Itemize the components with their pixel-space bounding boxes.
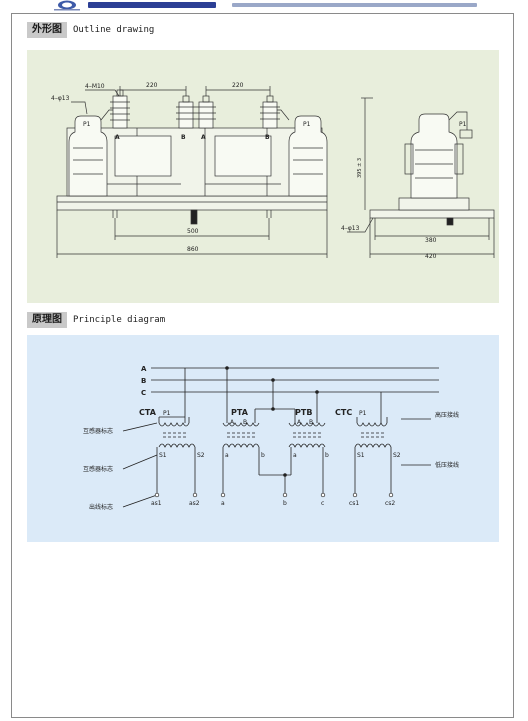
header-title-strip xyxy=(88,2,216,8)
cta-p1: P1 xyxy=(163,410,171,417)
ctc-s2: S2 xyxy=(393,452,401,459)
out-cs2: cs2 xyxy=(385,500,395,507)
side-p1: P1 xyxy=(459,121,467,128)
front-p1-right: P1 xyxy=(303,121,311,128)
cta-s2: S2 xyxy=(197,452,205,459)
front-a-right: A xyxy=(201,134,206,141)
front-dim-top-right: 220 xyxy=(232,82,244,89)
front-thread-label: 4–M10 xyxy=(85,83,105,90)
principle-section-header: 原理图 Principle diagram xyxy=(27,312,165,328)
front-p1-left: P1 xyxy=(83,121,91,128)
ptb-label: PTB xyxy=(295,408,312,417)
header-subtitle-strip xyxy=(232,3,477,7)
page-frame xyxy=(11,13,514,718)
out-c: c xyxy=(321,500,324,507)
principle-tag: 原理图 xyxy=(27,312,67,328)
phase-c-label: C xyxy=(141,389,146,397)
out-cs1: cs1 xyxy=(349,500,359,507)
transformer-mark-label-1: 互感器标志 xyxy=(83,427,113,435)
pta-sec-a: a xyxy=(225,452,229,459)
ctc-label: CTC xyxy=(335,408,352,417)
phase-b-label: B xyxy=(141,377,146,385)
front-dim-top-left: 220 xyxy=(146,82,158,89)
pta-label: PTA xyxy=(231,408,249,417)
front-dim-total: 860 xyxy=(187,246,199,253)
out-as2: as2 xyxy=(189,500,200,507)
lv-wiring-label: 低压接线 xyxy=(435,461,459,469)
ptb-sec-a: a xyxy=(293,452,297,459)
phase-a-label: A xyxy=(141,365,147,373)
ctc-s1: S1 xyxy=(357,452,365,459)
side-dim-inner: 380 xyxy=(425,237,437,244)
outline-tag: 外形图 xyxy=(27,22,67,38)
front-dim-mid: 500 xyxy=(187,228,199,235)
pta-sec-b: b xyxy=(261,452,265,459)
outline-section-header: 外形图 Outline drawing xyxy=(27,22,154,38)
side-hole-label: 4–φ13 xyxy=(341,225,360,232)
pta-terminal-a: A xyxy=(230,419,235,426)
outlet-mark-label: 出线标志 xyxy=(89,503,113,511)
principle-title: Principle diagram xyxy=(73,315,166,325)
out-a: a xyxy=(221,500,225,507)
outline-drawing-panel: 4–φ13 4–M10 220 220 500 860 P1 P1 A B A … xyxy=(27,50,499,303)
outline-drawing-svg: 4–φ13 4–M10 220 220 500 860 P1 P1 A B A … xyxy=(51,82,495,260)
transformer-mark-label-2: 互感器标志 xyxy=(83,465,113,473)
side-height-label: 395 ± 3 xyxy=(357,158,363,178)
principle-diagram-svg: A B C CTA PTA PTB CTC P1 P1 A B A B 高压接线… xyxy=(83,365,459,511)
principle-diagram-panel: A B C CTA PTA PTB CTC P1 P1 A B A B 高压接线… xyxy=(27,335,499,542)
front-hole-label: 4–φ13 xyxy=(51,95,70,102)
hv-wiring-label: 高压接线 xyxy=(435,411,459,419)
ptb-sec-b: b xyxy=(325,452,329,459)
company-logo xyxy=(54,0,80,11)
cta-label: CTA xyxy=(139,408,157,417)
ctc-p1: P1 xyxy=(359,410,367,417)
ptb-terminal-b: B xyxy=(309,419,313,426)
pta-terminal-b: B xyxy=(243,419,247,426)
cta-s1: S1 xyxy=(159,452,167,459)
page-header-bar xyxy=(0,0,528,12)
out-b: b xyxy=(283,500,287,507)
front-a-left: A xyxy=(115,134,120,141)
front-b-right: B xyxy=(265,134,270,141)
outline-title: Outline drawing xyxy=(73,25,155,35)
side-dim-outer: 420 xyxy=(425,253,437,260)
front-b-left: B xyxy=(181,134,186,141)
ptb-terminal-a: A xyxy=(297,419,302,426)
out-as1: as1 xyxy=(151,500,162,507)
